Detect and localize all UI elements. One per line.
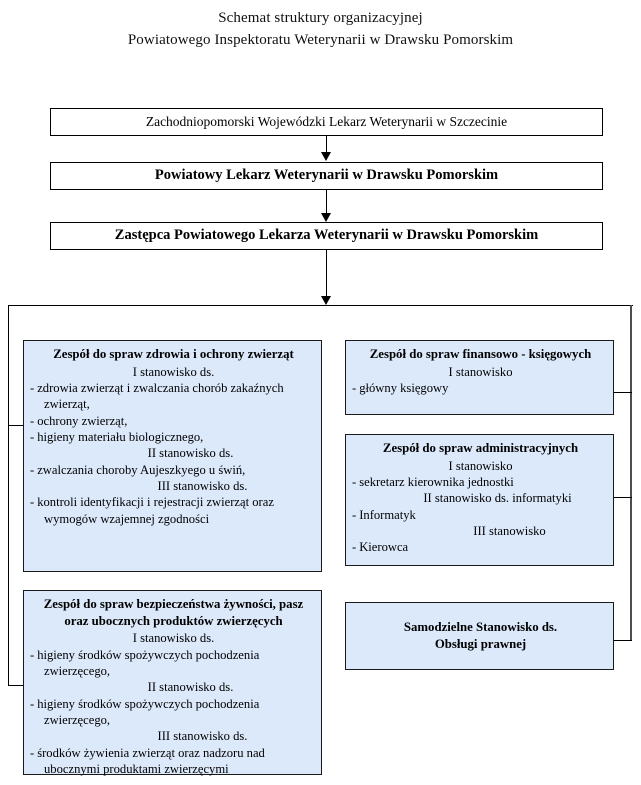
list-dash: -: [30, 696, 35, 711]
unit-food-safety-title-line-2: oraz ubocznych produktów zwierzęcych: [64, 613, 283, 628]
list-dash: -: [30, 430, 35, 445]
list-dash: -: [352, 380, 357, 395]
unit-administration-post-2: II stanowisko ds. informatyki: [423, 491, 572, 506]
connector-stub-administration: [614, 497, 632, 498]
unit-legal-line-2: Obsługi prawnej: [434, 637, 527, 651]
unit-food-safety-item-1-text: higieny środków spożywczych pochodzenia: [37, 647, 260, 662]
connector-l2-l3-line: [326, 190, 327, 216]
unit-administration-title: Zespół do spraw administracyjnych: [382, 441, 579, 455]
list-dash: -: [30, 495, 35, 510]
connector-stub-finance: [614, 392, 632, 393]
unit-food-safety-item-3: -środków żywienia zwierząt oraz nadzoru …: [30, 745, 317, 761]
unit-health-item-2-text: ochrony zwierząt,: [37, 413, 128, 428]
unit-food-safety-post-1: I stanowisko ds.: [132, 631, 215, 646]
unit-box-finance-accounting: Zespół do spraw finansowo - księgowych I…: [345, 340, 614, 415]
list-dash: -: [30, 745, 35, 760]
unit-food-safety-post-3: III stanowisko ds.: [157, 729, 248, 744]
page-title-line-2: Powiatowego Inspektoratu Weterynarii w D…: [127, 31, 514, 48]
unit-box-health-and-animal-protection: Zespół do spraw zdrowia i ochrony zwierz…: [23, 340, 322, 572]
unit-administration-item-1: -sekretarz kierownika jednostki: [352, 474, 609, 490]
connector-l1-l2-arrow-icon: [321, 152, 331, 161]
unit-legal-line-1: Samodzielne Stanowisko ds.: [403, 619, 558, 634]
unit-health-item-4-text: zwalczania choroby Aujeszkyego u świń,: [37, 462, 246, 477]
unit-box-food-safety: Zespół do spraw bezpieczeństwa żywności,…: [23, 590, 322, 777]
unit-food-safety-item-1: -higieny środków spożywczych pochodzenia: [30, 647, 317, 663]
unit-administration-post-1: I stanowisko: [448, 458, 513, 473]
unit-administration-item-2: -Informatyk: [352, 507, 609, 523]
unit-food-safety-title-line-1: Zespół do spraw bezpieczeństwa żywności,…: [43, 597, 304, 611]
box-voivodeship-vet-officer-label: Zachodniopomorski Wojewódzki Lekarz Wete…: [145, 113, 508, 129]
unit-health-post-1: I stanowisko ds.: [132, 364, 215, 379]
bracket-right-line: [630, 305, 632, 641]
bracket-top-line: [8, 305, 633, 306]
unit-health-item-1-text: zdrowia zwierząt i zwalczania chorób zak…: [37, 380, 284, 395]
unit-food-safety-item-2-text: higieny środków spożywczych pochodzenia: [37, 696, 260, 711]
unit-health-item-1-cont: zwierząt,: [44, 397, 90, 412]
unit-finance-title: Zespół do spraw finansowo - księgowych: [369, 347, 592, 361]
unit-administration-item-3: -Kierowca: [352, 539, 609, 555]
box-county-vet-officer-label: Powiatowy Lekarz Weterynarii w Drawsku P…: [154, 167, 499, 184]
unit-health-item-1: -zdrowia zwierząt i zwalczania chorób za…: [30, 380, 317, 396]
unit-finance-post-1: I stanowisko: [448, 364, 513, 379]
box-voivodeship-vet-officer: Zachodniopomorski Wojewódzki Lekarz Wete…: [50, 108, 603, 136]
unit-health-item-5-text: kontroli identyfikacji i rejestracji zwi…: [37, 495, 274, 510]
connector-stub-health: [8, 425, 24, 426]
list-dash: -: [30, 462, 35, 477]
connector-l2-l3-arrow-icon: [321, 213, 331, 222]
unit-box-legal-services: Samodzielne Stanowisko ds. Obsługi prawn…: [345, 602, 614, 670]
unit-health-item-4: -zwalczania choroby Aujeszkyego u świń,: [30, 462, 317, 478]
unit-health-item-2: -ochrony zwierząt,: [30, 413, 317, 429]
list-dash: -: [352, 474, 357, 489]
unit-health-post-3: III stanowisko ds.: [157, 479, 248, 494]
list-dash: -: [30, 380, 35, 395]
connector-l3-units-line: [326, 250, 327, 297]
unit-administration-item-1-text: sekretarz kierownika jednostki: [359, 474, 514, 489]
unit-food-safety-item-3-cont: ubocznymi produktami zwierzęcymi: [44, 762, 229, 777]
unit-health-title: Zespół do spraw zdrowia i ochrony zwierz…: [53, 347, 294, 361]
page-title: Schemat struktury organizacyjnej Powiato…: [0, 8, 641, 52]
list-dash: -: [352, 540, 357, 555]
unit-finance-item-1: -główny księgowy: [352, 380, 609, 396]
unit-health-item-3-text: higieny materiału biologicznego,: [37, 430, 204, 445]
connector-stub-food-safety: [8, 685, 24, 686]
connector-l1-l2-line: [326, 136, 327, 155]
unit-health-post-2: II stanowisko ds.: [147, 446, 234, 461]
unit-health-item-5: -kontroli identyfikacji i rejestracji zw…: [30, 494, 317, 510]
list-dash: -: [30, 647, 35, 662]
box-deputy-county-vet-officer: Zastępca Powiatowego Lekarza Weterynarii…: [50, 222, 603, 250]
unit-administration-item-3-text: Kierowca: [359, 540, 409, 555]
unit-finance-item-1-text: główny księgowy: [359, 380, 449, 395]
connector-l3-units-arrow-icon: [321, 296, 331, 305]
unit-box-administration: Zespół do spraw administracyjnych I stan…: [345, 434, 614, 566]
unit-food-safety-post-2: II stanowisko ds.: [147, 680, 234, 695]
list-dash: -: [352, 507, 357, 522]
unit-administration-post-3: III stanowisko: [473, 524, 546, 539]
bracket-left-line: [8, 305, 9, 685]
list-dash: -: [30, 413, 35, 428]
box-county-vet-officer: Powiatowy Lekarz Weterynarii w Drawsku P…: [50, 162, 603, 190]
unit-food-safety-item-2: -higieny środków spożywczych pochodzenia: [30, 696, 317, 712]
unit-administration-item-2-text: Informatyk: [359, 507, 416, 522]
page-title-line-1: Schemat struktury organizacyjnej: [218, 10, 423, 26]
unit-health-item-5-cont: wymogów wzajemnej zgodności: [44, 511, 210, 526]
unit-health-item-3: -higieny materiału biologicznego,: [30, 429, 317, 445]
unit-food-safety-item-2-cont: zwierzęcego,: [44, 713, 111, 728]
unit-food-safety-item-3-text: środków żywienia zwierząt oraz nadzoru n…: [37, 745, 265, 760]
connector-stub-legal: [614, 640, 632, 641]
box-deputy-county-vet-officer-label: Zastępca Powiatowego Lekarza Weterynarii…: [114, 227, 539, 244]
unit-food-safety-item-1-cont: zwierzęcego,: [44, 663, 111, 678]
